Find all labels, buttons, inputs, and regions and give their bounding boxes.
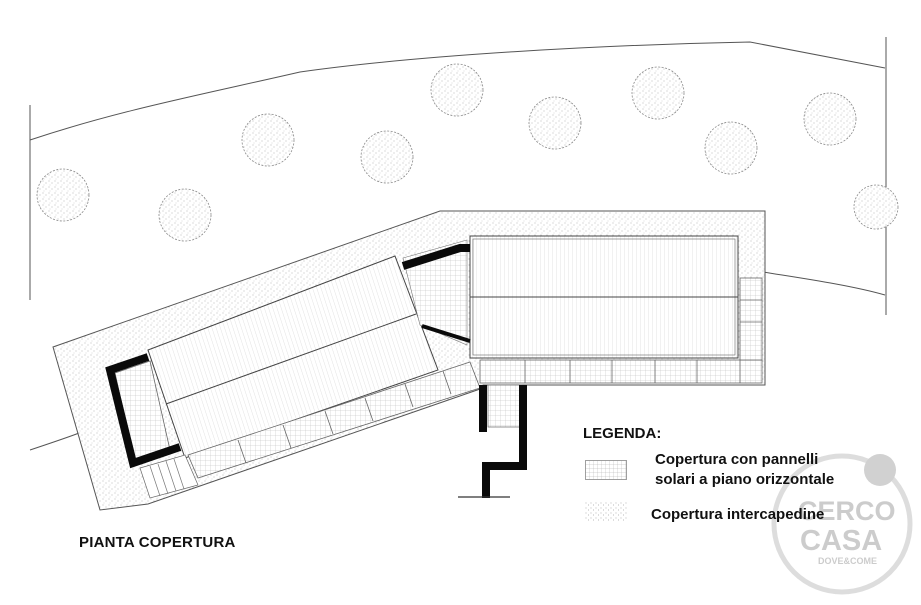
right-wing-solar-roof	[469, 235, 739, 359]
watermark-line2: CASA	[800, 525, 882, 557]
legend-item-solar-line1: Copertura con pannelli	[655, 451, 819, 468]
legend-stipple-swatch	[585, 502, 627, 522]
watermark-line3: DOVE&COME	[818, 556, 877, 566]
legend-item-cavity-line1: Copertura intercapedine	[651, 506, 825, 523]
legend-item-solar: Copertura con pannelli solari a piano or…	[655, 450, 895, 490]
left-wing-solar-roof	[147, 255, 439, 459]
right-solar-strip	[479, 277, 763, 384]
legend-solar-grid-swatch	[585, 460, 627, 480]
trees	[36, 63, 899, 242]
left-solar-strip	[187, 361, 481, 479]
right-stair	[487, 384, 523, 428]
watermark-line1: CERCO	[798, 496, 896, 526]
left-stair	[139, 454, 199, 499]
legend-title: LEGENDA:	[583, 425, 662, 442]
watermark-logo: CERCO CASA DOVE&COME	[771, 453, 913, 595]
legend-item-solar-line2: solari a piano orizzontale	[655, 471, 835, 488]
terrain-lines	[29, 37, 887, 451]
walls	[105, 244, 527, 498]
legend-item-cavity: Copertura intercapedine	[651, 505, 891, 525]
drawing-title: PIANTA COPERTURA	[79, 534, 236, 551]
connector-grid	[402, 239, 468, 346]
